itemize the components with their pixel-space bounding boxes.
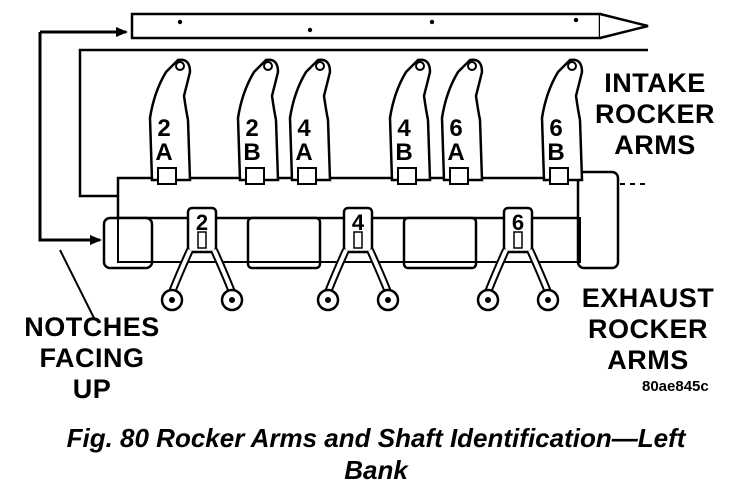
figure-caption: Fig. 80 Rocker Arms and Shaft Identifica… [0, 422, 752, 486]
exhaust-rocker-arms-label: EXHAUST ROCKER ARMS [568, 283, 728, 376]
intake-rocker-arm: 4B [388, 58, 432, 185]
figure-reference-code: 80ae845c [642, 378, 709, 395]
label-line: ARMS [614, 130, 696, 160]
intake-arm-number: 4 [397, 115, 411, 142]
label-line: FACING [39, 343, 145, 373]
intake-rocker-arm: 2B [236, 58, 280, 185]
intake-arm-number: 2 [157, 115, 170, 142]
exhaust-arm-number: 2 [196, 210, 208, 235]
intake-arm-number: 4 [297, 115, 311, 142]
intake-arm-letter: A [155, 139, 172, 166]
intake-arm-letter: B [243, 139, 260, 166]
notches-facing-up-label: NOTCHES FACING UP [8, 312, 176, 405]
intake-arm-letter: B [547, 139, 564, 166]
intake-rocker-arm: 4A [288, 58, 332, 185]
label-line: NOTCHES [24, 312, 160, 342]
intake-arm-number: 6 [449, 115, 462, 142]
intake-arm-letter: A [447, 139, 464, 166]
label-line: INTAKE [604, 68, 706, 98]
label-line: ROCKER [587, 314, 708, 344]
intake-arm-number: 2 [245, 115, 258, 142]
exhaust-rocker-arm: 6 [476, 206, 560, 312]
label-line: UP [72, 374, 112, 404]
caption-line: Bank [344, 455, 408, 485]
intake-arm-letter: B [395, 139, 412, 166]
label-line: ROCKER [594, 99, 715, 129]
shaft-notch-diagram [130, 12, 649, 40]
exhaust-rocker-arm: 4 [316, 206, 400, 312]
intake-rocker-arm: 2A [148, 58, 192, 185]
intake-rocker-arm: 6B [540, 58, 584, 185]
caption-line: Fig. 80 Rocker Arms and Shaft Identifica… [66, 423, 686, 453]
exhaust-rocker-arms: 2 4 6 [160, 206, 560, 312]
intake-rocker-arm: 6A [440, 58, 484, 185]
label-line: ARMS [607, 345, 689, 375]
exhaust-arm-number: 6 [512, 210, 524, 235]
intake-rocker-arms-label: INTAKE ROCKER ARMS [580, 68, 730, 161]
exhaust-arm-number: 4 [352, 210, 365, 235]
intake-arm-letter: A [295, 139, 312, 166]
exhaust-rocker-arm: 2 [160, 206, 244, 312]
label-line: EXHAUST [581, 283, 715, 313]
notches-arrows [38, 27, 128, 319]
intake-arm-number: 6 [549, 115, 562, 142]
